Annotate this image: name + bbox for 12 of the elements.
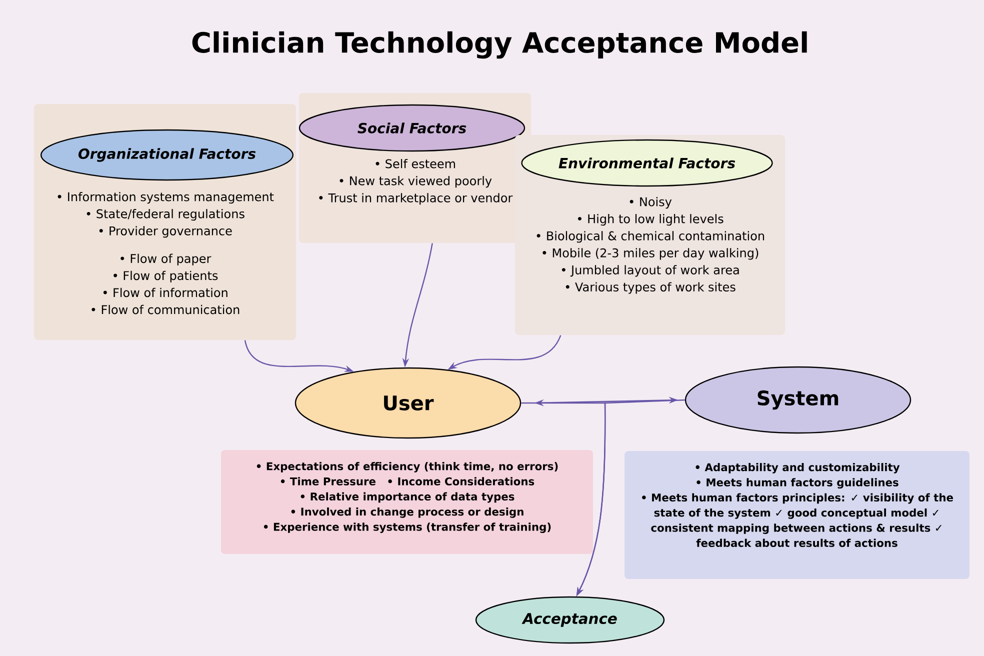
node-label: • Mobile (2-3 miles per day walking) (542, 248, 758, 260)
node-label: • High to low light levels (578, 214, 724, 226)
node-label: • Jumbled layout of work area (562, 265, 739, 277)
factor-panel: • Adaptability and customizability • Meets human factors guidelines • Meets human factors principles: ✓ visibility of the state of the system ✓ good conceptual model ✓ consistent mapping between actions & results ✓ feedback about results of actions (624, 451, 970, 579)
node-label: • Self esteem (376, 159, 455, 168)
node-label: • Noisy (630, 197, 672, 209)
node-label: • Various types of work sites (566, 282, 736, 294)
factor-panel: • Expectations of efficiency (think time, no errors) • Time Pressure • Income Considerations • Relative importance of data types • Involved in change process or design • Experience with systems (transfer of training) (221, 450, 593, 554)
title: Clinician Technology Acceptance Model (192, 31, 807, 59)
node-label: • Trust in marketplace or vendor (319, 193, 513, 205)
node-label: • Biological & chemical contamination (536, 231, 764, 243)
node-label: • New task viewed poorly (340, 176, 492, 188)
